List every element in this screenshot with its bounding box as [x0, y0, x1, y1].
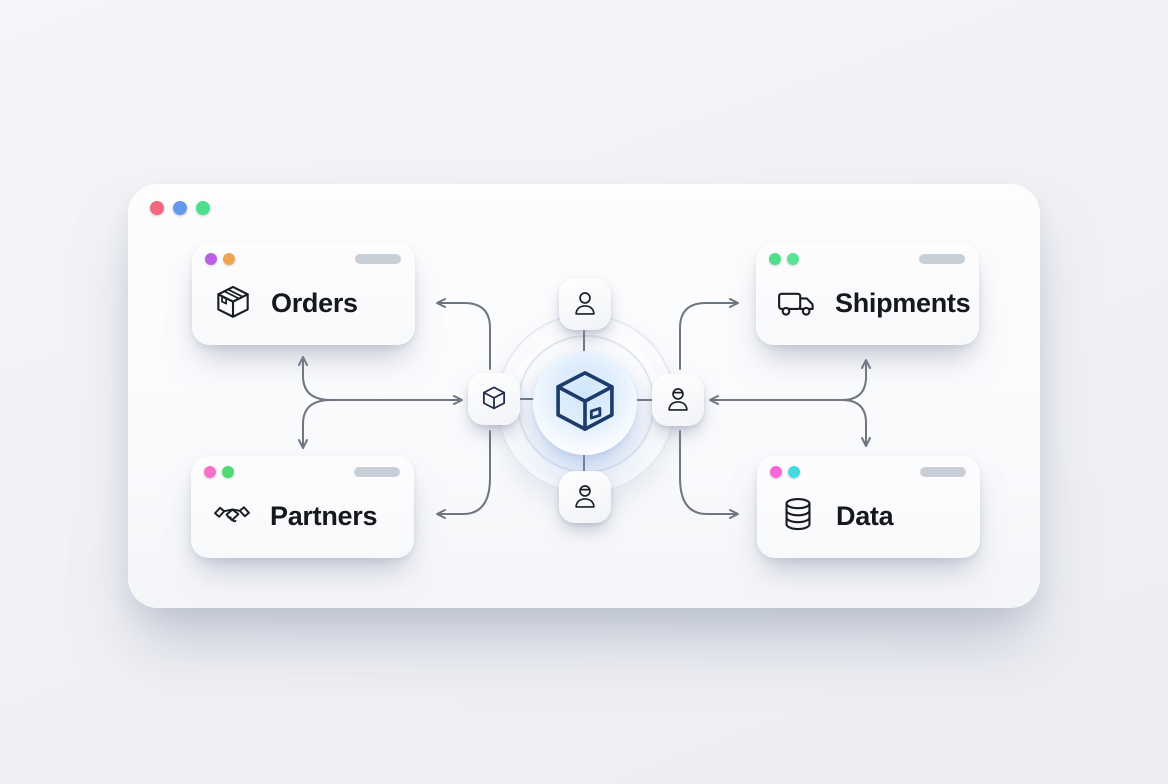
status-dot — [788, 466, 800, 478]
placeholder-pill — [354, 467, 400, 477]
placeholder-pill — [920, 467, 966, 477]
placeholder-pill — [919, 254, 965, 264]
hub-node-bottom[interactable] — [559, 471, 611, 523]
card-shipments[interactable]: Shipments — [756, 243, 979, 345]
database-icon — [785, 497, 811, 531]
card-label: Data — [836, 500, 894, 531]
hub-node-left[interactable] — [468, 373, 520, 425]
card-orders[interactable]: Orders — [192, 243, 415, 345]
card-label: Shipments — [835, 287, 971, 318]
status-dot — [204, 466, 216, 478]
status-dot — [205, 253, 217, 265]
status-dot — [770, 466, 782, 478]
status-dot — [222, 466, 234, 478]
window-dot-green[interactable] — [196, 201, 210, 215]
card-label: Orders — [271, 287, 358, 318]
card-label: Partners — [270, 500, 378, 531]
card-data[interactable]: Data — [757, 456, 980, 558]
user-cap-icon — [668, 388, 688, 411]
window-dot-blue[interactable] — [173, 201, 187, 215]
card-partners[interactable]: Partners — [191, 456, 414, 558]
hub-node-right[interactable] — [652, 374, 704, 426]
user-icon — [575, 292, 595, 315]
status-dot — [787, 253, 799, 265]
user-cap-icon — [575, 485, 595, 508]
cube-outline-icon — [482, 386, 506, 410]
cube-icon — [556, 371, 614, 431]
central-hub[interactable] — [533, 351, 637, 455]
window-dot-red[interactable] — [150, 201, 164, 215]
hub-node-top[interactable] — [559, 278, 611, 330]
status-dot — [223, 253, 235, 265]
delivery-truck-icon — [778, 292, 814, 316]
package-box-icon — [217, 285, 249, 318]
placeholder-pill — [355, 254, 401, 264]
handshake-icon — [214, 506, 250, 523]
status-dot — [769, 253, 781, 265]
